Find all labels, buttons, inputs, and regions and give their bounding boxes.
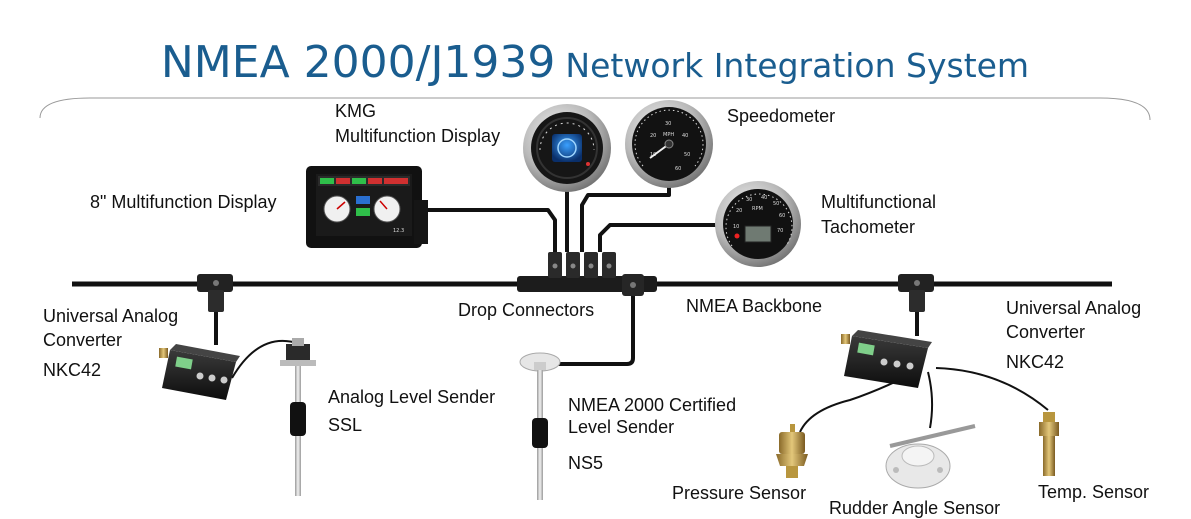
tee-connector-right (898, 274, 934, 312)
temp-sensor-cable (935, 367, 1049, 411)
tachometer-drop-cable (598, 223, 718, 252)
mfd8-device: 12.3 (306, 166, 428, 248)
title-main: NMEA 2000/J1939 (161, 37, 556, 88)
temp-sensor-device (1039, 412, 1059, 476)
label-uac-left-line2: Converter (43, 330, 122, 350)
speedo-tick-60: 60 (675, 166, 681, 172)
tacho-tick-10: 10 (733, 224, 739, 230)
label-kmg-line1: KMG (335, 101, 376, 121)
label-uac-right-line1: Universal Analog (1006, 298, 1141, 318)
label-nmea-level-model: NS5 (568, 453, 603, 473)
tacho-tick-40: 40 (761, 195, 767, 201)
tacho-tick-30: 30 (746, 197, 752, 203)
tacho-tick-20: 20 (736, 208, 742, 214)
label-mfd8: 8" Multifunction Display (90, 192, 276, 212)
tacho-tick-60: 60 (779, 213, 785, 219)
speedo-unit: MPH (663, 132, 674, 138)
ssl-level-sender (280, 338, 316, 496)
speedo-tick-20: 20 (650, 133, 656, 139)
uac-left-device (159, 344, 240, 400)
label-tacho-line2: Tachometer (821, 217, 915, 237)
display-drop-cables (420, 180, 718, 252)
speedometer-drop-cable (580, 180, 671, 252)
label-temp-sensor: Temp. Sensor (1038, 482, 1149, 502)
tacho-tick-50: 50 (773, 201, 779, 207)
label-speedometer: Speedometer (727, 106, 835, 126)
tacho-lcd (744, 225, 772, 243)
pressure-sensor-device (776, 424, 808, 478)
label-nmea-level-line1: NMEA 2000 Certified (568, 395, 736, 415)
frame-arc (39, 97, 1151, 121)
tacho-unit: RPM (752, 206, 763, 212)
speedo-tick-50: 50 (684, 152, 690, 158)
device-drop-cables (214, 296, 919, 366)
speedo-tick-30: 30 (665, 121, 671, 127)
mfd8-drop-cable (420, 208, 557, 252)
tachometer-gauge: 10 20 30 40 50 60 70 RPM (715, 181, 801, 267)
kmg-gauge (523, 104, 611, 192)
speedometer-gauge: 10 20 30 40 50 60 MPH (625, 100, 713, 188)
label-uac-left-model: NKC42 (43, 360, 101, 380)
label-drop-connectors: Drop Connectors (458, 300, 594, 320)
label-kmg-line2: Multifunction Display (335, 126, 500, 146)
label-tacho-line1: Multifunctional (821, 192, 936, 212)
ns5-drop-cable (555, 296, 635, 366)
drop-connectors-cluster (517, 252, 657, 296)
speedo-tick-40: 40 (682, 133, 688, 139)
label-backbone: NMEA Backbone (686, 296, 822, 316)
label-uac-right-model: NKC42 (1006, 352, 1064, 372)
label-analog-level-line2: SSL (328, 415, 362, 435)
label-uac-right-line2: Converter (1006, 322, 1085, 342)
label-pressure-sensor: Pressure Sensor (672, 483, 806, 503)
tacho-tick-70: 70 (777, 228, 783, 234)
label-nmea-level-line2: Level Sender (568, 417, 674, 437)
title-sub: Network Integration System (565, 46, 1029, 85)
tee-connector-left (197, 274, 233, 312)
ns5-level-sender (519, 352, 561, 500)
rudder-sensor-device (885, 424, 976, 489)
label-rudder-sensor: Rudder Angle Sensor (829, 498, 1000, 518)
label-analog-level-line1: Analog Level Sender (328, 387, 495, 407)
mfd8-readout: 12.3 (393, 228, 404, 234)
label-uac-left-line1: Universal Analog (43, 306, 178, 326)
rudder-sensor-cable (927, 371, 934, 429)
uac-right-device (841, 330, 932, 388)
